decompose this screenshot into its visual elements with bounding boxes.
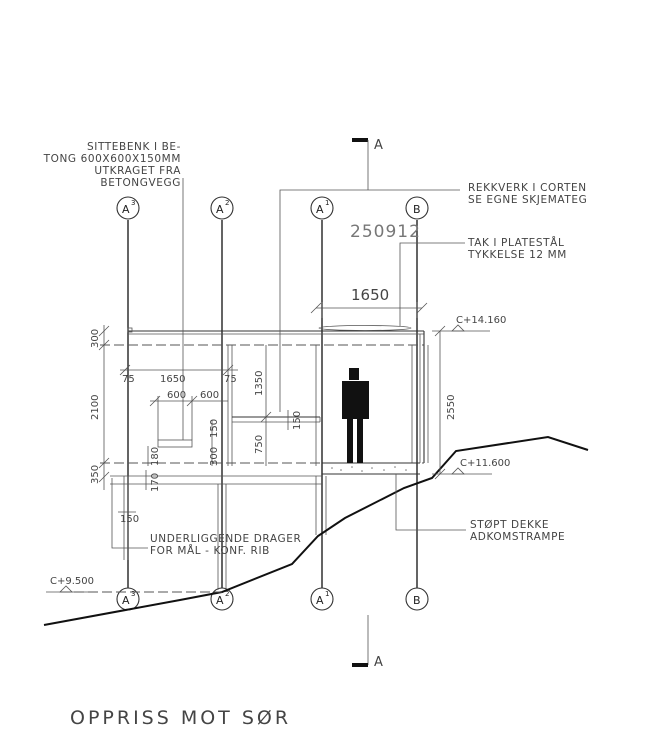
svg-text:SE EGNE SKJEMATEG: SE EGNE SKJEMATEG	[468, 194, 587, 206]
dimension-vertical-inner: 1350 750 150	[254, 345, 303, 466]
svg-text:C+11.600: C+11.600	[460, 458, 510, 469]
note-bench: SITTEBENK I BE- TONG 600X600X150MM UTKRA…	[43, 141, 181, 189]
svg-text:TYKKELSE 12 MM: TYKKELSE 12 MM	[467, 249, 567, 261]
svg-text:A: A	[216, 203, 224, 216]
level-marker-top: C+14.160	[432, 315, 506, 332]
note-deck: STØPT DEKKE ADKOMSTRAMPE	[470, 519, 565, 543]
svg-text:C+9.500: C+9.500	[50, 576, 94, 587]
svg-text:1650: 1650	[351, 286, 389, 304]
svg-text:A: A	[216, 594, 224, 607]
dimension-right-2550: 2550	[434, 325, 457, 480]
floor-deck	[100, 462, 424, 590]
svg-text:SITTEBENK I BE-: SITTEBENK I BE-	[87, 141, 181, 153]
svg-text:UTKRAGET FRA: UTKRAGET FRA	[94, 165, 181, 177]
svg-text:2550: 2550	[446, 395, 457, 420]
grid-bubble-a3-bottom: A 3	[116, 587, 140, 611]
svg-text:1: 1	[325, 199, 329, 207]
grid-bubble-a2-top: A 2	[210, 196, 234, 220]
svg-text:BETONGVEGG: BETONGVEGG	[100, 177, 181, 189]
svg-text:2: 2	[225, 590, 229, 598]
section-cut-top: A	[352, 138, 383, 190]
structure-frame	[157, 345, 413, 466]
level-marker-ground: C+9.500	[46, 576, 94, 593]
svg-text:150: 150	[209, 419, 220, 438]
svg-text:TAK I PLATESTÅL: TAK I PLATESTÅL	[467, 236, 564, 249]
svg-text:A: A	[316, 594, 324, 607]
scale-figure	[342, 368, 369, 463]
grid-bubble-b-bottom: B	[405, 587, 429, 611]
svg-text:2100: 2100	[90, 395, 101, 420]
svg-text:3: 3	[131, 590, 135, 598]
svg-text:300: 300	[90, 329, 101, 348]
svg-text:750: 750	[254, 435, 265, 454]
drawing-title: OPPRISS MOT SØR	[70, 707, 291, 729]
svg-text:3: 3	[131, 199, 135, 207]
grid-bubble-b-top: B	[405, 196, 429, 220]
svg-text:600: 600	[167, 390, 186, 401]
dimension-left-chain: 300 2100 350	[90, 325, 110, 490]
note-roof: TAK I PLATESTÅL TYKKELSE 12 MM	[467, 236, 567, 261]
section-label-bottom: A	[374, 655, 383, 670]
note-railing: REKKVERK I CORTEN SE EGNE SKJEMATEG	[468, 182, 587, 206]
roof-plate	[100, 325, 425, 463]
note-beams: UNDERLIGGENDE DRAGER FOR MÅL - KONF. RIB	[150, 533, 301, 557]
svg-text:1: 1	[325, 590, 329, 598]
svg-text:2: 2	[225, 199, 229, 207]
svg-text:B: B	[413, 594, 421, 607]
svg-text:350: 350	[90, 465, 101, 484]
grid-bubble-a1-bottom: A 1	[310, 587, 334, 611]
grid-bubble-a2-bottom: A 2	[210, 587, 234, 611]
level-marker-floor: C+11.600	[432, 458, 510, 475]
svg-text:C+14.160: C+14.160	[456, 315, 506, 326]
svg-text:B: B	[413, 203, 421, 216]
svg-text:REKKVERK I CORTEN: REKKVERK I CORTEN	[468, 182, 587, 194]
svg-text:150: 150	[120, 514, 139, 525]
svg-text:1650: 1650	[160, 374, 185, 385]
grid-bubble-a3-top: A 3	[116, 196, 140, 220]
svg-text:1350: 1350	[254, 371, 265, 396]
svg-text:ADKOMSTRAMPE: ADKOMSTRAMPE	[470, 531, 565, 543]
svg-text:600: 600	[200, 390, 219, 401]
svg-text:A: A	[316, 203, 324, 216]
dimension-inner-row: 75 1650 75 600 600	[119, 364, 238, 440]
svg-text:FOR MÅL - KONF. RIB: FOR MÅL - KONF. RIB	[150, 544, 270, 557]
grid-bubble-a1-top: A 1	[310, 196, 334, 220]
dimension-span-top: 1650	[310, 286, 428, 318]
svg-text:150: 150	[292, 411, 303, 430]
section-label-top: A	[374, 138, 383, 153]
drawing-stamp: 250912	[350, 222, 421, 242]
leader-lines	[111, 178, 466, 549]
svg-text:170: 170	[150, 473, 161, 492]
svg-text:75: 75	[122, 374, 135, 385]
svg-text:75: 75	[224, 374, 237, 385]
svg-text:STØPT DEKKE: STØPT DEKKE	[470, 519, 549, 531]
dimension-small-verticals: 150 300 180 170 150	[118, 419, 220, 525]
svg-text:TONG 600X600X150MM: TONG 600X600X150MM	[43, 153, 181, 165]
svg-text:A: A	[122, 203, 130, 216]
svg-text:UNDERLIGGENDE DRAGER: UNDERLIGGENDE DRAGER	[150, 533, 301, 545]
svg-text:300: 300	[209, 447, 220, 466]
svg-text:A: A	[122, 594, 130, 607]
svg-text:180: 180	[150, 447, 161, 466]
terrain-line	[43, 435, 589, 626]
section-cut-bottom: A	[352, 615, 383, 670]
